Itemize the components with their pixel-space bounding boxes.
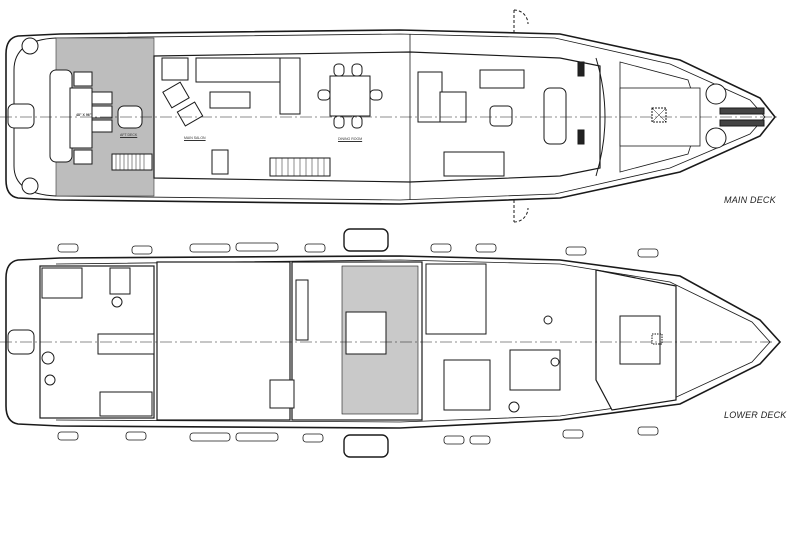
room-label-main-salon: MAIN SALON <box>184 136 206 140</box>
lower-deck-title: LOWER DECK <box>724 410 787 420</box>
main-deck-plan <box>0 9 778 223</box>
room-label-dining-room: DINING ROOM <box>338 137 363 141</box>
table-dimension-label: 48" X 96" <box>76 113 92 117</box>
room-label-aft-deck: AFT DECK <box>120 133 138 137</box>
lower-deck-plan <box>0 228 782 458</box>
main-deck-title: MAIN DECK <box>724 195 776 205</box>
